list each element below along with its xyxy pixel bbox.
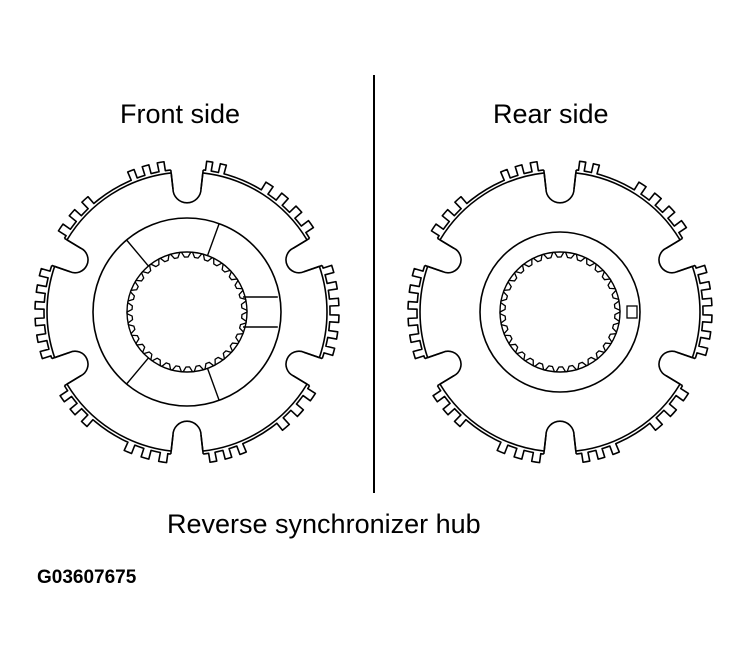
ring-slot (543, 420, 577, 455)
slot-wall (200, 172, 204, 189)
slot-wall (66, 375, 82, 385)
ring-inner-rim (419, 266, 429, 358)
face-partition-line (206, 223, 220, 256)
ring-inner-rim (318, 266, 328, 358)
slot-wall (427, 265, 444, 273)
slot-wall (200, 435, 204, 452)
slot-wall (676, 351, 693, 359)
slot-wall (676, 265, 693, 273)
face-partition-line (126, 239, 149, 267)
slot-wall (303, 265, 320, 273)
slot-wall (427, 351, 444, 359)
slot-wall (665, 239, 681, 249)
figure-code: G03607675 (37, 567, 137, 588)
front-side-hub-drawing (34, 160, 340, 464)
face-partition-line (126, 357, 149, 385)
ring-slot (51, 237, 89, 274)
ring-slot (424, 237, 462, 274)
slot-wall (170, 172, 174, 189)
rear-side-hub-drawing (407, 160, 713, 464)
inner-spline-bore (499, 251, 621, 373)
inner-spline-bore (126, 251, 248, 373)
slot-wall (292, 375, 308, 385)
hub-face-ring (92, 217, 282, 407)
rear-side-title: Rear side (493, 99, 609, 129)
ring-slot (658, 237, 696, 274)
slot-wall (573, 172, 577, 189)
ring-slot (543, 169, 577, 204)
front-side-title: Front side (120, 99, 241, 129)
outer-spline-teeth (34, 160, 340, 464)
ring-inner-rim (691, 266, 701, 358)
ring-inner-rim (439, 172, 545, 241)
slot-wall (303, 351, 320, 359)
slot-wall (54, 265, 71, 273)
ring-slot (170, 169, 204, 204)
hub-face-ring (479, 231, 641, 393)
ring-slot (658, 350, 696, 387)
figure-caption: Reverse synchronizer hub (167, 509, 481, 539)
face-partition-line (206, 368, 220, 401)
ring-inner-rim (575, 383, 681, 452)
slot-wall (439, 375, 455, 385)
ring-slot (170, 420, 204, 455)
slot-wall (66, 239, 82, 249)
bore-outline (126, 251, 248, 373)
slot-wall (665, 375, 681, 385)
slot-wall (543, 172, 547, 189)
ring-slot (51, 350, 89, 387)
bore-outline (499, 251, 621, 373)
ring-inner-rim (46, 266, 56, 358)
alignment-mark (626, 305, 638, 319)
slot-wall (54, 351, 71, 359)
ring-slot (285, 237, 323, 274)
ring-inner-rim (202, 172, 308, 241)
slot-wall (573, 435, 577, 452)
ring-slot (424, 350, 462, 387)
ring-inner-rim (66, 383, 172, 452)
slot-wall (439, 239, 455, 249)
outer-spline-teeth (407, 160, 713, 464)
slot-wall (543, 435, 547, 452)
slot-wall (292, 239, 308, 249)
slot-wall (170, 435, 174, 452)
ring-inner-rim (575, 172, 681, 241)
ring-slot (285, 350, 323, 387)
ring-inner-rim (66, 172, 172, 241)
ring-inner-rim (439, 383, 545, 452)
ring-inner-rim (202, 383, 308, 452)
